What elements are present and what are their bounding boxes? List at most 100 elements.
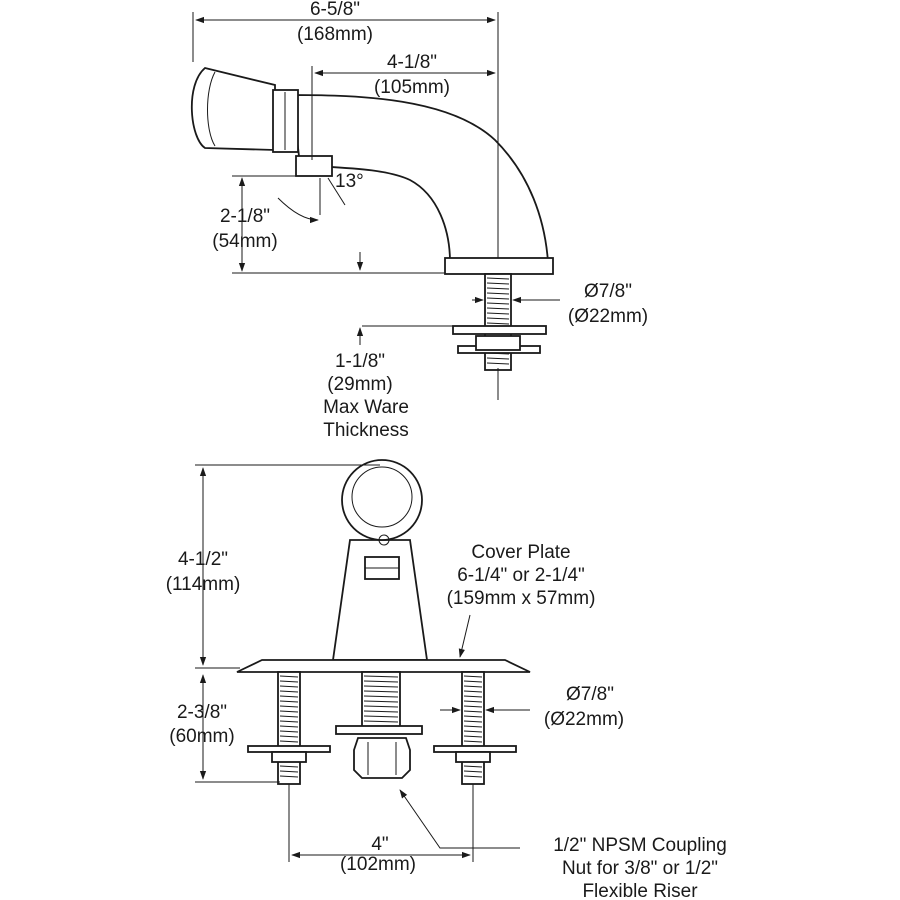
front-shank-diameter-imperial: Ø7/8" [566, 684, 614, 705]
ware-thickness-line2: Thickness [323, 420, 409, 441]
thread-line [363, 705, 399, 708]
thread-line [279, 765, 299, 768]
side-view: 6-5/8" (168mm) 4-1/8" (105mm) 13° 2-1/8"… [190, 0, 648, 441]
thread-line [486, 277, 510, 280]
thread-line [363, 700, 399, 703]
thread-line [486, 282, 510, 285]
ware-thickness-line1: Max Ware [323, 397, 409, 418]
thread-line [279, 680, 299, 683]
overall-length-imperial: 6-5/8" [310, 0, 360, 20]
overall-length-metric: (168mm) [297, 24, 373, 45]
front-push-button [341, 459, 423, 541]
aerator-outlet [295, 155, 333, 177]
shank-diameter-imperial: Ø7/8" [584, 281, 632, 302]
centers-imperial: 4" [371, 834, 388, 855]
thread-line [363, 675, 399, 678]
sink-deck [452, 325, 547, 335]
thread-line [486, 317, 510, 320]
thread-line [463, 775, 483, 778]
thread-line [363, 685, 399, 688]
front-view: 4-1/2" (114mm) Cover Plate 6-1/4" or 2-1… [166, 459, 727, 900]
thread-line [279, 725, 299, 728]
thread-line [279, 685, 299, 688]
thread-line [279, 705, 299, 708]
thread-line [486, 357, 510, 360]
outlet-height-imperial: 2-1/8" [220, 206, 270, 227]
thread-line [463, 685, 483, 688]
thread-line [279, 675, 299, 678]
angle-label: 13° [335, 171, 364, 192]
thread-line [463, 725, 483, 728]
coupling-nut-line2: Nut for 3/8" or 1/2" [562, 858, 718, 879]
thread-line [279, 740, 299, 743]
thread-line [463, 680, 483, 683]
reach-imperial: 4-1/8" [387, 52, 437, 73]
centers-metric: (102mm) [340, 854, 416, 875]
thread-line [463, 675, 483, 678]
thread-line [463, 690, 483, 693]
thread-line [279, 720, 299, 723]
thread-line [486, 362, 510, 365]
coupling-nut-line1: 1/2" NPSM Coupling [553, 835, 727, 856]
reach-metric: (105mm) [374, 77, 450, 98]
thread-line [463, 730, 483, 733]
thread-line [463, 700, 483, 703]
thread-line [463, 695, 483, 698]
thread-line [279, 710, 299, 713]
thread-line [463, 720, 483, 723]
shank-length-metric: (60mm) [169, 726, 234, 747]
thread-line [363, 690, 399, 693]
thread-line [279, 715, 299, 718]
center-washer [335, 725, 423, 735]
thread-line [486, 322, 510, 325]
front-height-imperial: 4-1/2" [178, 549, 228, 570]
thread-line [486, 307, 510, 310]
thread-line [279, 695, 299, 698]
thread-line [463, 705, 483, 708]
thread-line [463, 715, 483, 718]
thread-line [363, 720, 399, 723]
thread-line [486, 297, 510, 300]
cover-plate-line3: (159mm x 57mm) [447, 588, 596, 609]
thread-line [463, 770, 483, 773]
left-washer [247, 745, 331, 753]
cover-plate [236, 659, 531, 673]
thread-line [463, 710, 483, 713]
front-shank-diameter-metric: (Ø22mm) [544, 709, 624, 730]
thread-line [486, 287, 510, 290]
thread-line [486, 292, 510, 295]
base-flange [444, 257, 554, 275]
right-nut [455, 751, 491, 763]
thread-line [486, 302, 510, 305]
thread-line [363, 695, 399, 698]
ware-thickness-metric: (29mm) [327, 374, 392, 395]
thread-line [486, 312, 510, 315]
coupling-nut-line3: Flexible Riser [582, 881, 698, 900]
thread-line [279, 730, 299, 733]
front-height-metric: (114mm) [166, 574, 241, 595]
spout-body [290, 94, 549, 263]
push-button-cap [190, 67, 276, 151]
thread-line [279, 700, 299, 703]
right-washer [433, 745, 517, 753]
thread-line [279, 770, 299, 773]
thread-line [279, 690, 299, 693]
ware-thickness-imperial: 1-1/8" [335, 351, 385, 372]
thread-line [363, 715, 399, 718]
cover-plate-line1: Cover Plate [471, 542, 570, 563]
thread-line [463, 735, 483, 738]
thread-line [463, 740, 483, 743]
left-nut [271, 751, 307, 763]
outlet-height-metric: (54mm) [212, 231, 277, 252]
cover-plate-line2: 6-1/4" or 2-1/4" [457, 565, 585, 586]
thread-line [363, 710, 399, 713]
thread-line [279, 735, 299, 738]
shank-diameter-metric: (Ø22mm) [568, 306, 648, 327]
thread-line [279, 775, 299, 778]
lock-nut [475, 335, 521, 351]
shank-length-imperial: 2-3/8" [177, 702, 227, 723]
thread-line [463, 765, 483, 768]
coupling-nut [353, 737, 411, 779]
thread-line [363, 680, 399, 683]
